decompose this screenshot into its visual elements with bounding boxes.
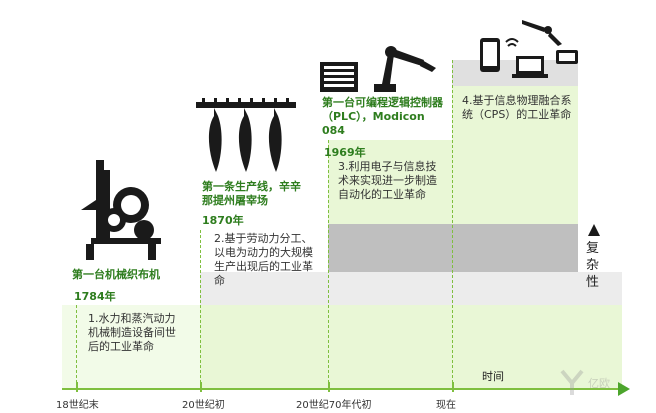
watermark-mark-icon [560, 369, 584, 395]
divider-4 [452, 60, 453, 388]
band-stage-3-top [328, 140, 578, 224]
divider-2 [200, 230, 201, 388]
stage-1-description: 1.水力和蒸汽动力机械制造设备间世后的工业革命 [88, 312, 176, 353]
loom-icon [81, 160, 161, 260]
band-stage-2-lower [200, 305, 622, 388]
divider-1 [76, 305, 77, 388]
tick-label-4: 现在 [436, 400, 456, 411]
band-stage-2 [200, 272, 622, 305]
tick-label-3: 20世纪70年代初 [296, 400, 372, 411]
watermark-text: 亿欧 [588, 377, 610, 390]
divider-3 [328, 140, 329, 388]
axis-tick-4 [452, 382, 454, 392]
stage-1-year: 1784年 [74, 290, 116, 303]
tick-label-1: 18世纪末 [56, 400, 99, 411]
band-stage-4-cap [452, 60, 578, 86]
watermark-logo: 亿欧 [560, 368, 624, 398]
time-axis [62, 388, 622, 390]
plc-robot-icon [320, 46, 436, 92]
band-stage-3 [328, 224, 578, 272]
stage-3-title: 第一台可编程逻辑控制器（PLC），Modicon 084 [322, 96, 443, 137]
axis-tick-1 [76, 382, 78, 392]
stage-3-year: 1969年 [324, 146, 366, 159]
stage-4-description: 4.基于信息物理融合系统（CPS）的工业革命 [462, 94, 572, 121]
tick-label-2: 20世纪初 [182, 400, 225, 411]
stage-1-title: 第一台机械织布机 [72, 268, 160, 281]
stage-3-description: 3.利用电子与信息技术来实现进一步制造自动化的工业革命 [338, 160, 437, 201]
stage-2-description: 2.基于劳动力分工、以电为动力的大规模生产出现后的工业革命 [214, 232, 313, 287]
y-axis-label: 复杂性 [586, 241, 600, 290]
cps-devices-icon [480, 20, 578, 78]
stage-2-year: 1870年 [202, 214, 244, 227]
axis-tick-3 [328, 382, 330, 392]
complexity-arrow-icon [588, 224, 600, 236]
production-line-icon [196, 98, 296, 172]
x-axis-label: 时间 [482, 370, 504, 383]
axis-tick-2 [200, 382, 202, 392]
time-arrow-icon [618, 382, 630, 396]
stage-2-title: 第一条生产线，辛辛那提州屠宰场 [202, 180, 301, 207]
